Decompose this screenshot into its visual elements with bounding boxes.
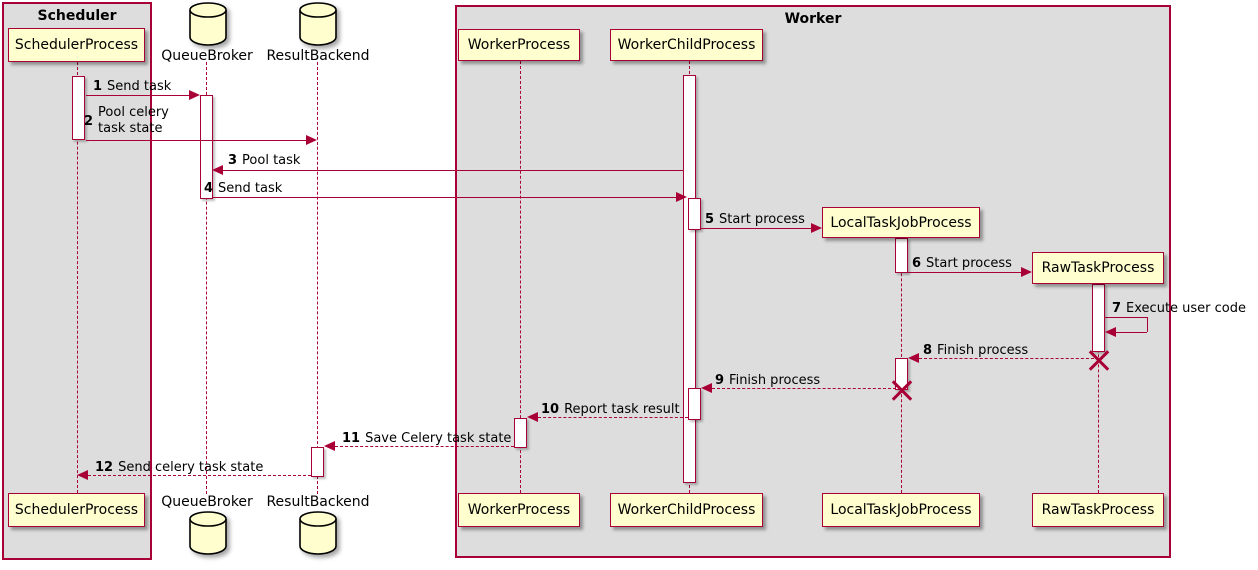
message-4-line bbox=[213, 197, 676, 198]
message-7-line-bottom bbox=[1116, 332, 1147, 333]
message-5-arrowhead bbox=[811, 223, 822, 233]
message-8-line bbox=[919, 358, 1094, 359]
activation-workerchildprocess-nested-2 bbox=[688, 388, 701, 420]
lifeline-schedulerprocess bbox=[77, 62, 78, 493]
activation-queuebroker bbox=[200, 95, 213, 199]
lifeline-queuebroker bbox=[206, 62, 207, 494]
destroy-icon-localtaskjobprocess bbox=[890, 378, 914, 402]
message-12-line bbox=[88, 475, 311, 476]
activation-workerprocess bbox=[514, 418, 527, 448]
participant-box-bottom-schedulerprocess: SchedulerProcess bbox=[8, 493, 145, 527]
participant-box-bottom-workerprocess: WorkerProcess bbox=[458, 493, 580, 527]
message-11-line bbox=[335, 446, 514, 447]
message-5-line bbox=[701, 228, 811, 229]
message-3-arrowhead bbox=[212, 165, 223, 175]
activation-localtaskjobprocess-1 bbox=[895, 238, 908, 273]
message-9-line bbox=[712, 388, 896, 389]
database-icon bbox=[299, 511, 337, 555]
message-7-line-top bbox=[1105, 317, 1147, 318]
database-icon bbox=[189, 511, 227, 555]
destroy-icon-rawtaskprocess bbox=[1087, 348, 1111, 372]
activation-workerchildprocess-nested-1 bbox=[688, 198, 701, 230]
frame-title-scheduler: Scheduler bbox=[37, 8, 117, 24]
message-8-arrowhead bbox=[908, 353, 919, 363]
database-label: QueueBroker bbox=[161, 48, 253, 64]
database-label: ResultBackend bbox=[266, 48, 370, 64]
message-11-arrowhead bbox=[324, 441, 335, 451]
message-4-arrowhead bbox=[676, 192, 687, 202]
message-3-line bbox=[223, 170, 683, 171]
message-2-arrowhead bbox=[306, 135, 317, 145]
activation-resultbackend bbox=[311, 447, 324, 477]
message-2-line bbox=[86, 140, 306, 141]
lifeline-workerprocess bbox=[520, 61, 521, 493]
message-6-line bbox=[908, 272, 1021, 273]
activation-schedulerprocess bbox=[72, 76, 85, 140]
database-icon bbox=[299, 2, 337, 46]
participant-box-localtaskjobprocess-created: LocalTaskJobProcess bbox=[822, 207, 980, 238]
participant-box-bottom-localtaskjobprocess: LocalTaskJobProcess bbox=[822, 493, 980, 527]
activation-workerchildprocess-main bbox=[683, 75, 696, 483]
activation-rawtaskprocess bbox=[1092, 284, 1105, 352]
message-7-line-right bbox=[1147, 317, 1148, 332]
message-10-arrowhead bbox=[527, 412, 538, 422]
message-1-line bbox=[86, 95, 189, 96]
message-7-arrowhead bbox=[1105, 327, 1116, 337]
message-12-arrowhead bbox=[77, 470, 88, 480]
participant-box-top-schedulerprocess: SchedulerProcess bbox=[8, 28, 145, 62]
database-label: QueueBroker bbox=[161, 494, 253, 510]
database-icon bbox=[189, 2, 227, 46]
participant-box-top-workerprocess: WorkerProcess bbox=[458, 29, 580, 61]
participant-box-bottom-rawtaskprocess: RawTaskProcess bbox=[1032, 493, 1164, 527]
frame-title-worker: Worker bbox=[784, 11, 842, 27]
message-1-arrowhead bbox=[189, 90, 200, 100]
participant-box-rawtaskprocess-created: RawTaskProcess bbox=[1032, 252, 1164, 284]
database-label: ResultBackend bbox=[266, 494, 370, 510]
message-6-arrowhead bbox=[1021, 267, 1032, 277]
lifeline-resultbackend bbox=[317, 62, 318, 494]
message-9-arrowhead bbox=[701, 383, 712, 393]
message-10-line bbox=[538, 417, 688, 418]
lifeline-rawtaskprocess bbox=[1098, 284, 1099, 493]
participant-box-bottom-workerchildprocess: WorkerChildProcess bbox=[610, 493, 763, 527]
participant-box-top-workerchildprocess: WorkerChildProcess bbox=[610, 29, 763, 61]
